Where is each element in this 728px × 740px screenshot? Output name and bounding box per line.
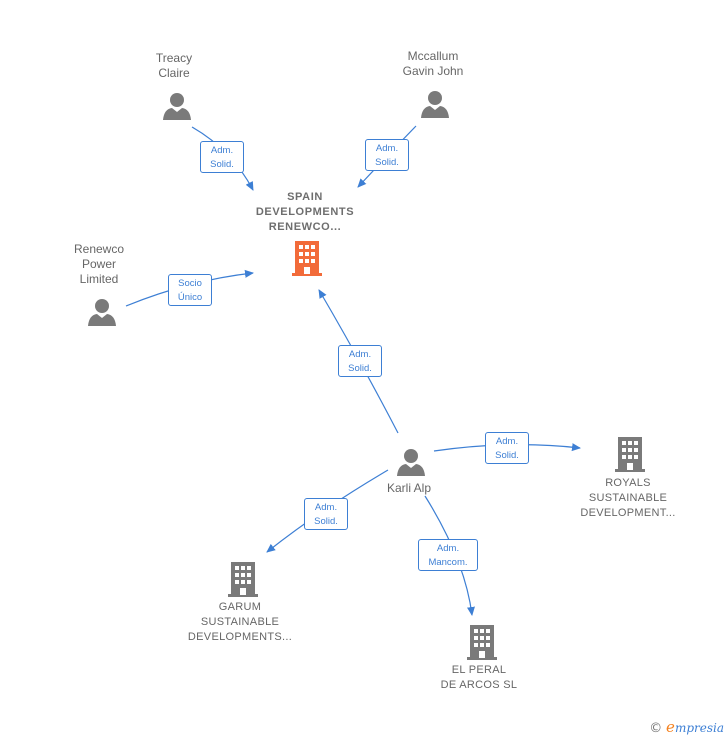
edge-label-karli-garum[interactable]: Adm. Solid.: [304, 498, 348, 530]
node-label-el-peral-de-arcos[interactable]: EL PERAL DE ARCOS SL: [440, 664, 518, 691]
edge-label-mccallum-center[interactable]: Adm. Solid.: [365, 139, 409, 171]
node-label-renewco-power-limited[interactable]: Renewco Power Limited: [73, 242, 125, 286]
edge-label-karli-center[interactable]: Adm. Solid.: [338, 345, 382, 377]
empresia-logo[interactable]: © empresia: [649, 718, 724, 736]
edge-label-treacy-center[interactable]: Adm. Solid.: [200, 141, 244, 173]
person-icon[interactable]: [163, 93, 191, 120]
node-label-garum-sustainable[interactable]: GARUM SUSTAINABLE DEVELOPMENTS...: [187, 601, 293, 643]
building-icon[interactable]: [228, 562, 258, 597]
node-label-royals-sustainable[interactable]: ROYALS SUSTAINABLE DEVELOPMENT...: [580, 477, 676, 519]
person-icon[interactable]: [397, 449, 425, 476]
brand-initial: e: [666, 718, 675, 736]
edge-label-renewco-center[interactable]: Socio Único: [168, 274, 212, 306]
edge-label-karli-elperal[interactable]: Adm. Mancom.: [418, 539, 478, 571]
building-icon-center[interactable]: [292, 241, 322, 276]
building-icon[interactable]: [467, 625, 497, 660]
node-label-treacy-claire[interactable]: Treacy Claire: [155, 51, 193, 80]
node-label-karli-alp[interactable]: Karli Alp: [386, 481, 432, 495]
node-label-spain-developments-renewco[interactable]: SPAIN DEVELOPMENTS RENEWCO...: [255, 191, 355, 233]
person-icon[interactable]: [421, 91, 449, 118]
person-icon[interactable]: [88, 299, 116, 326]
brand-name: mpresia: [674, 721, 724, 735]
node-label-mccallum-gavin-john[interactable]: Mccallum Gavin John: [402, 49, 464, 78]
copyright-icon: ©: [649, 721, 663, 736]
building-icon[interactable]: [615, 437, 645, 472]
edge-label-karli-royals[interactable]: Adm. Solid.: [485, 432, 529, 464]
